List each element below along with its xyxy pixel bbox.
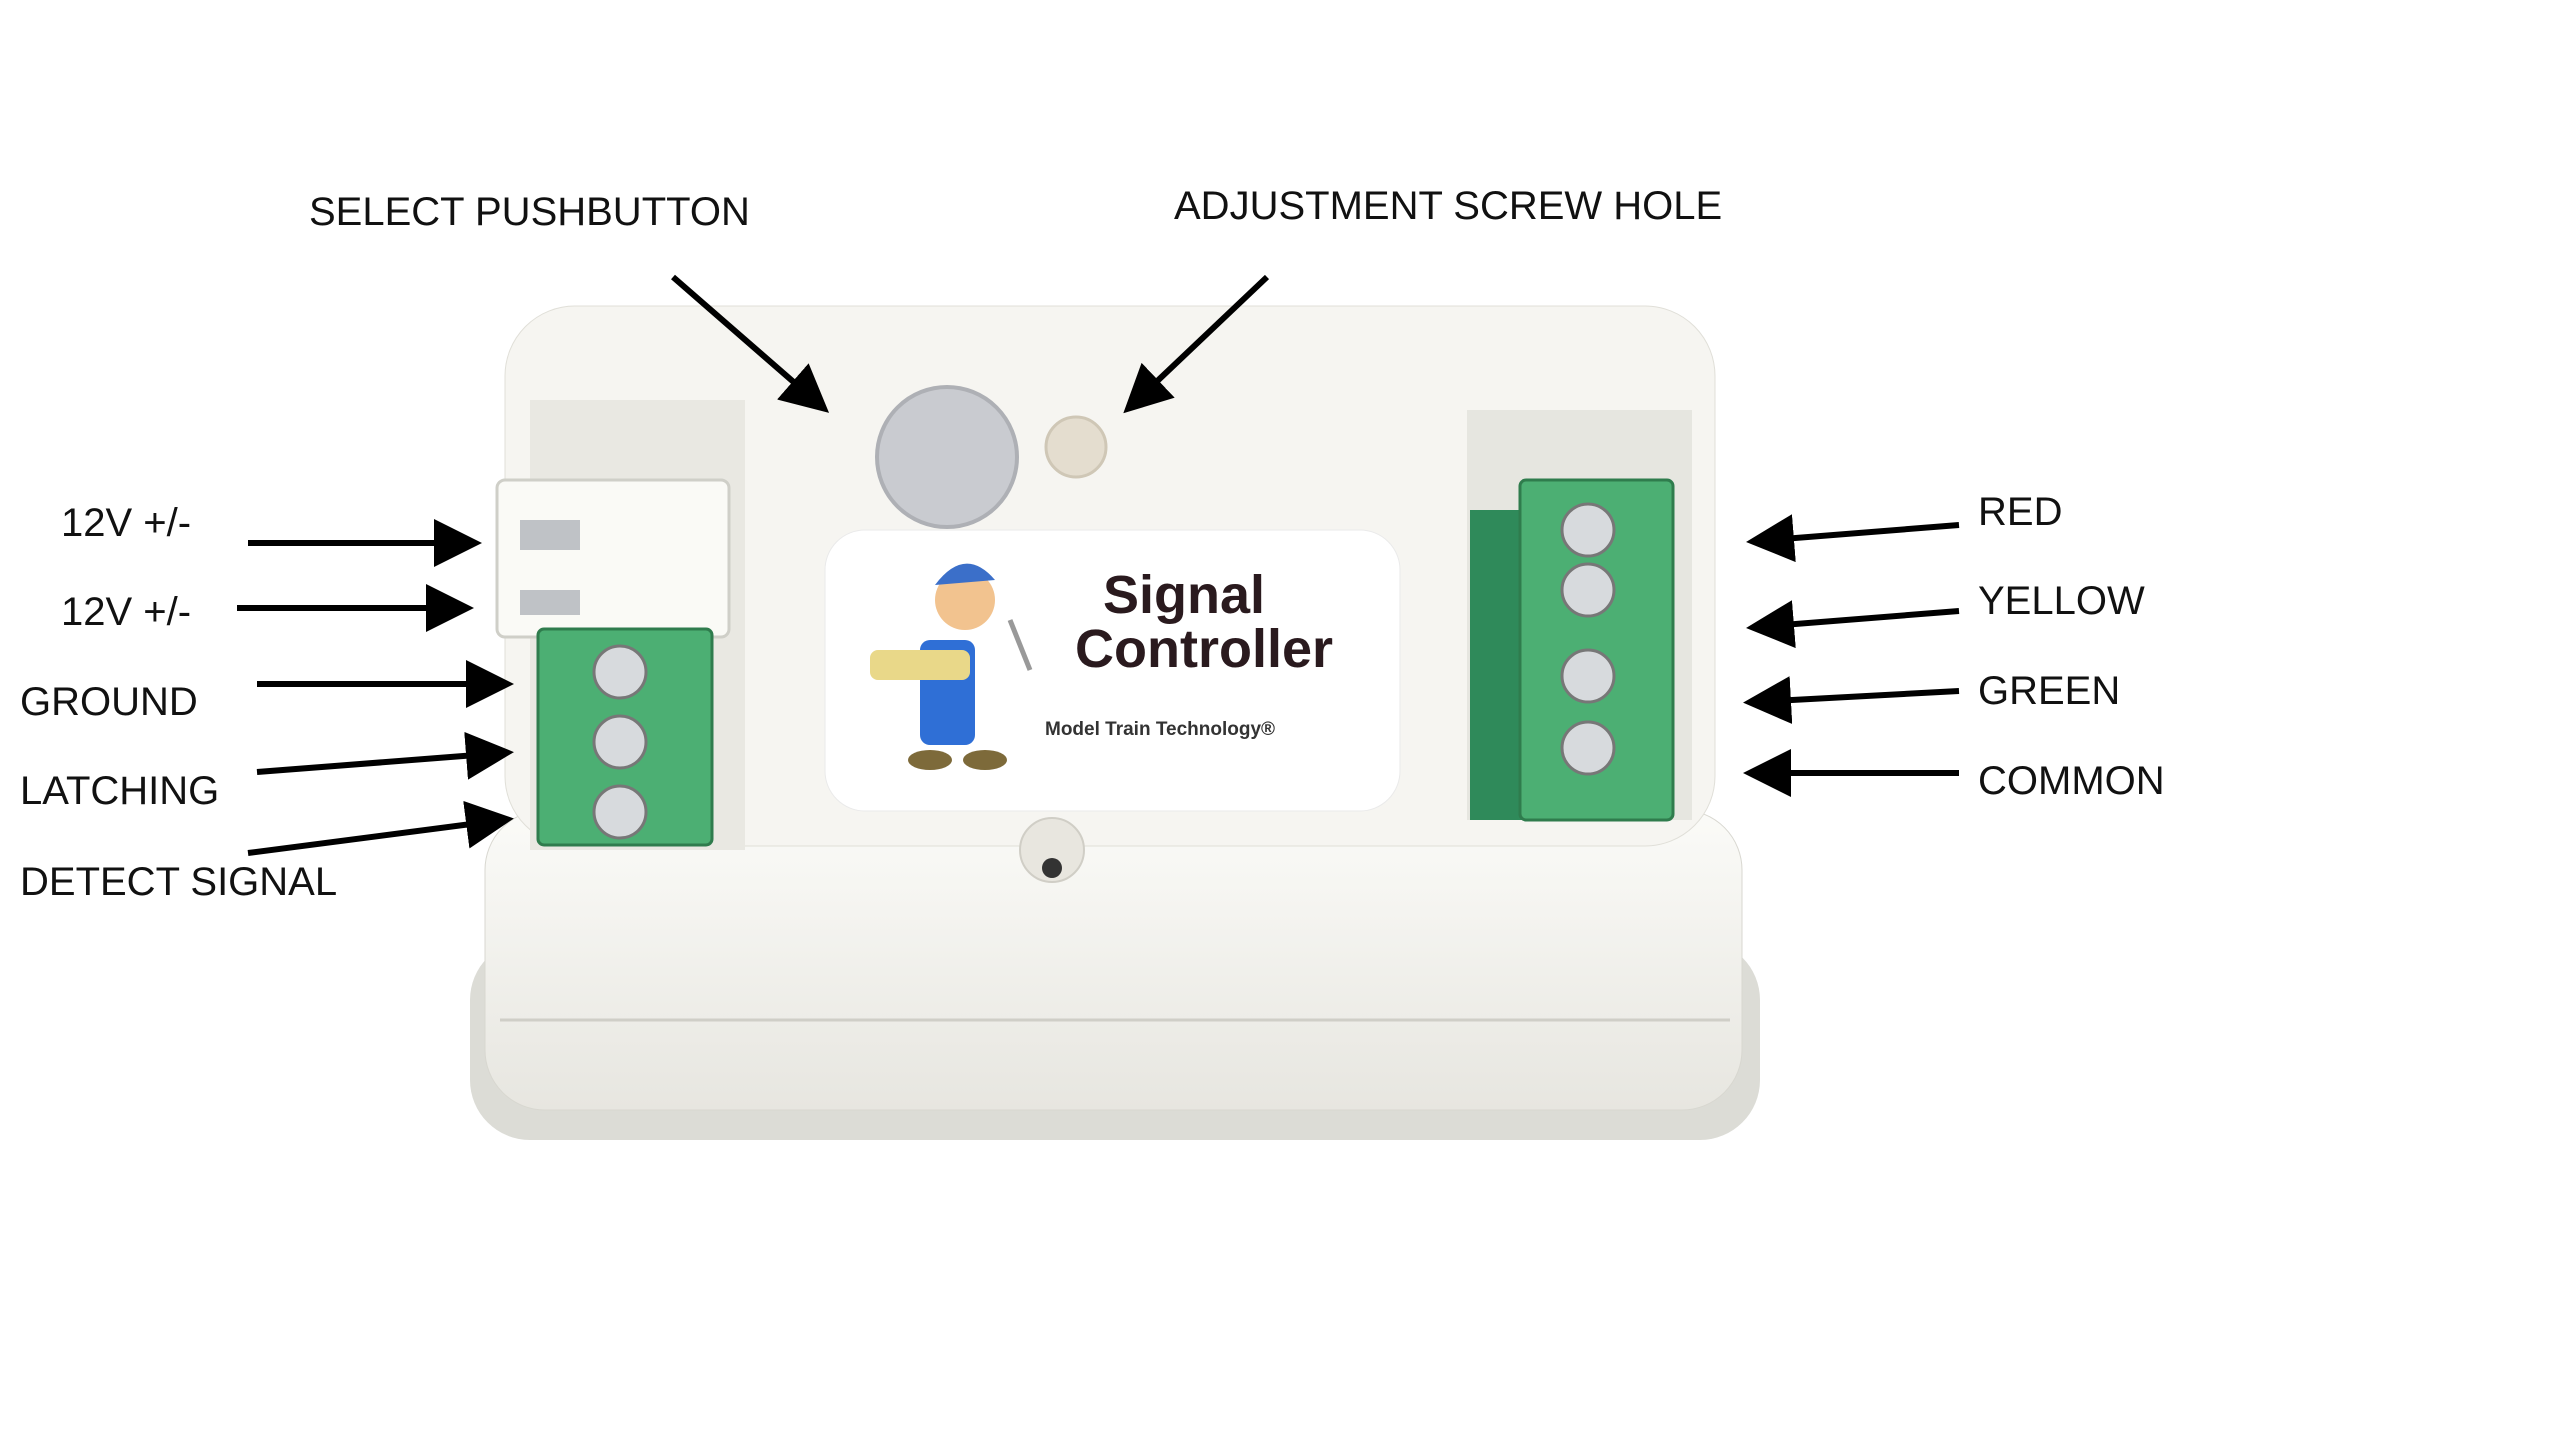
- callout-adjustment-screw-hole: ADJUSTMENT SCREW HOLE: [1174, 184, 1722, 228]
- terminal-screw: [592, 714, 648, 770]
- signal-controller-device: Signal Controller Model Train Technology…: [470, 305, 1760, 1140]
- adjustment-screw-hole: [1044, 415, 1108, 479]
- callout-select-pushbutton: SELECT PUSHBUTTON: [309, 190, 750, 234]
- label-title-line2: Controller: [1075, 619, 1333, 679]
- callout-12v-2: 12V +/-: [61, 590, 191, 634]
- case-lower-shell: [484, 809, 1743, 1111]
- label-brand: Model Train Technology®: [1045, 719, 1275, 740]
- connector-pin: [520, 590, 580, 615]
- mounting-hole: [1019, 817, 1085, 883]
- mascot-engineer-icon: [870, 563, 1033, 770]
- arrow-latching: [256, 731, 514, 780]
- terminal-screw: [1560, 648, 1616, 704]
- callout-yellow: YELLOW: [1978, 579, 2145, 623]
- terminal-screw: [1560, 562, 1616, 618]
- callout-12v-1: 12V +/-: [61, 501, 191, 545]
- callout-common: COMMON: [1978, 759, 2165, 803]
- terminal-screw: [1560, 720, 1616, 776]
- mounting-hole-center: [1042, 858, 1062, 878]
- arrow-red: [1746, 514, 1960, 563]
- callout-red: RED: [1978, 490, 2062, 534]
- arrow-green: [1743, 676, 1960, 725]
- arrow-adjustment-screw: [1123, 274, 1270, 414]
- callout-detect-signal: DETECT SIGNAL: [20, 860, 337, 904]
- terminal-screw: [1560, 502, 1616, 558]
- callout-green: GREEN: [1978, 669, 2120, 713]
- terminal-screw: [592, 644, 648, 700]
- arrow-select-pushbutton: [671, 274, 830, 413]
- arrow-yellow: [1746, 600, 1960, 649]
- label-title-line1: Signal: [1103, 565, 1265, 625]
- arrow-detect-signal: [247, 800, 514, 856]
- callout-latching: LATCHING: [20, 769, 219, 813]
- terminal-screw: [592, 784, 648, 840]
- callout-ground: GROUND: [20, 680, 198, 724]
- select-pushbutton[interactable]: [875, 385, 1019, 529]
- connector-pin: [520, 520, 580, 550]
